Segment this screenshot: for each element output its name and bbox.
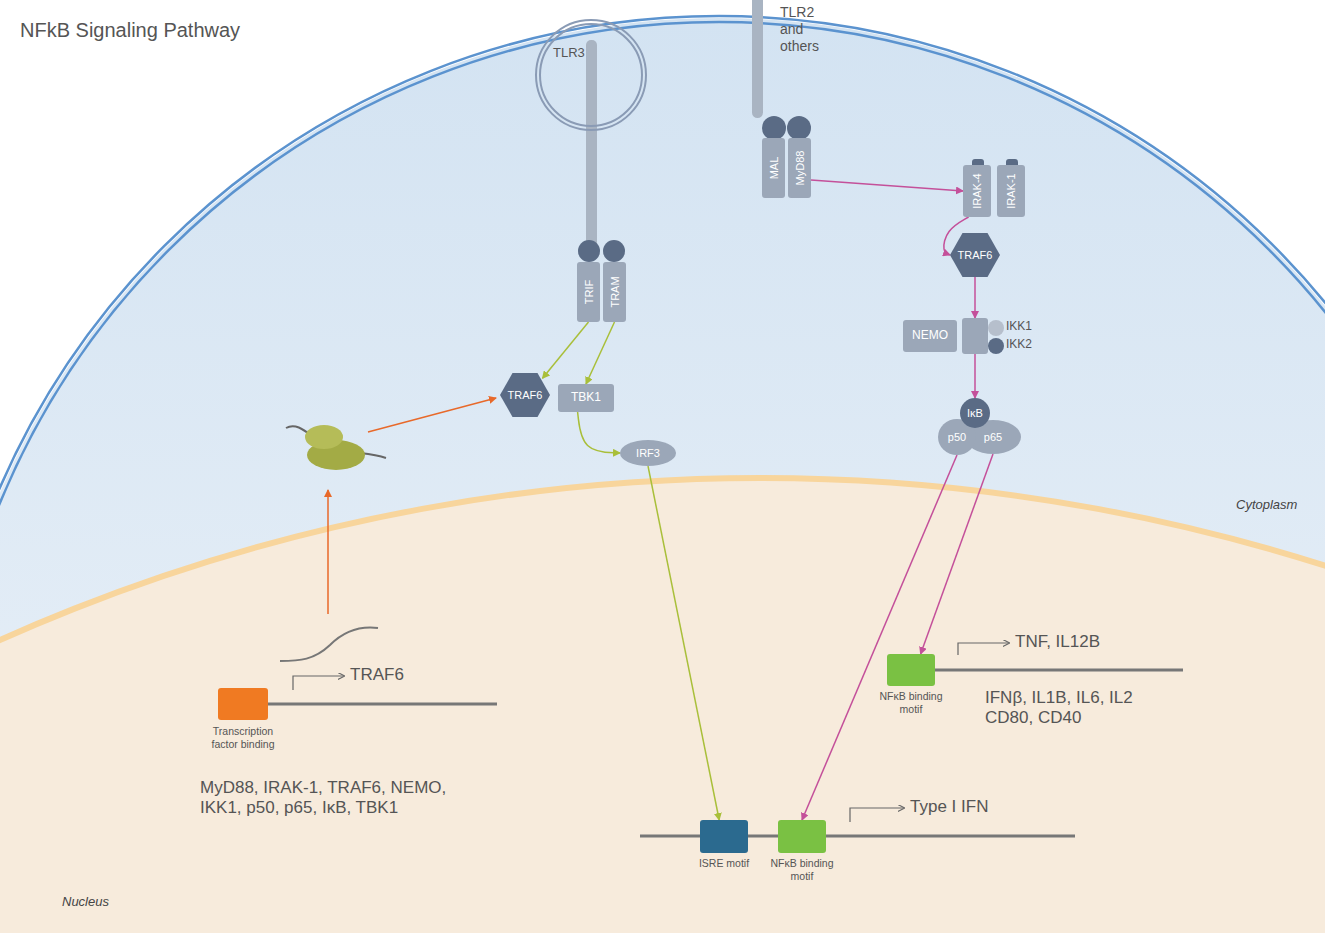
adaptor-box: MAL	[762, 138, 785, 198]
irf3-oval: IRF3	[620, 440, 676, 466]
node-label: IRAK-4	[971, 173, 984, 208]
shape-label: Transcription factor binding	[203, 725, 283, 750]
signal-arrow	[802, 455, 957, 820]
adaptor-box: TRAM	[603, 262, 626, 322]
shape-label: NFκB binding motif	[762, 857, 842, 882]
receptor: TLR2 and others	[752, 0, 763, 118]
inhibitor-circle: IκB	[960, 398, 990, 428]
signal-arrow	[586, 322, 615, 384]
signal-arrow	[974, 354, 976, 398]
hexagon-shape	[950, 233, 1000, 277]
region-label: Cytoplasm	[1236, 497, 1316, 513]
node-label: TRAF6	[958, 249, 993, 262]
node-label: MAL	[767, 157, 780, 180]
node-label: MyD88	[793, 151, 806, 186]
gene-name: TNF, IL12B	[1015, 632, 1155, 652]
signal-arrow	[974, 277, 976, 318]
ikk-box: IKK1IKK2	[962, 318, 988, 354]
receptor-bar	[586, 40, 597, 252]
gene-name: Type I IFN	[910, 797, 1050, 817]
shape-label: IKK2	[1006, 337, 1046, 351]
kinase-box: IRAK-1	[997, 165, 1025, 217]
gene-list: IFNβ, IL1B, IL6, IL2 CD80, CD40	[985, 688, 1167, 729]
node-label: TRIF	[582, 280, 595, 304]
adaptor-box: TRIF	[577, 262, 600, 322]
endosome: TLR3	[535, 19, 647, 131]
node-label: TRAM	[608, 276, 621, 307]
shape-label: NFκB binding motif	[871, 690, 951, 715]
node-label: TBK1	[571, 391, 601, 405]
adaptor-box: MyD88	[788, 138, 811, 198]
node-label: TRAF6	[508, 389, 543, 402]
receptor-domain	[787, 116, 811, 140]
node-label: p50	[948, 431, 966, 444]
gene-name: TRAF6	[350, 665, 430, 685]
mrna-strand	[280, 628, 378, 661]
receptor-domain	[762, 116, 786, 140]
tf-binding-box: Transcription factor binding	[218, 688, 268, 720]
receptor-domain	[578, 240, 600, 262]
kinase-box: TBK1	[558, 384, 614, 412]
signal-arrow	[648, 466, 719, 820]
translation-arrow	[368, 398, 496, 432]
nfkb-motif-box: NFκB binding motif	[778, 820, 826, 853]
hexagon-shape	[500, 373, 550, 417]
nfkb-motif-box: NFκB binding motif	[887, 654, 935, 686]
node-label: IRF3	[636, 447, 660, 460]
signal-arrow	[811, 180, 963, 191]
node-label: NEMO	[912, 329, 948, 343]
nemo-box: NEMO	[903, 320, 957, 352]
traf6-hexagon: TRAF6	[500, 373, 550, 417]
ikk-subunit	[988, 338, 1004, 354]
shape-label: TLR2 and others	[780, 4, 832, 54]
isre-motif-box: ISRE motif	[700, 820, 748, 853]
export-arrow	[327, 490, 329, 614]
node-label: IRAK-1	[1005, 173, 1018, 208]
signal-arrow	[921, 454, 993, 654]
ikk-subunit	[988, 320, 1004, 336]
shape-label: IKK1	[1006, 319, 1046, 333]
receptor-domain	[603, 240, 625, 262]
gene-list: MyD88, IRAK-1, TRAF6, NEMO, IKK1, p50, p…	[200, 778, 492, 819]
region-label: Nucleus	[62, 894, 142, 910]
diagram-title: NFkB Signaling Pathway	[20, 18, 420, 42]
shape-label: ISRE motif	[684, 857, 764, 870]
transcription-start	[293, 676, 344, 690]
nucleus	[0, 478, 1325, 933]
traf6-hexagon: TRAF6	[950, 233, 1000, 277]
ribosome-small	[305, 425, 343, 449]
signal-arrow	[578, 412, 620, 453]
gene-line	[935, 669, 1183, 672]
transcription-start	[958, 643, 1009, 655]
node-label: IκB	[967, 407, 983, 420]
node-label: p65	[984, 431, 1002, 444]
transcription-start	[850, 808, 904, 822]
shape-label: TLR3	[553, 45, 593, 61]
signal-arrow	[543, 322, 589, 378]
gene-line	[268, 703, 497, 706]
kinase-box: IRAK-4	[963, 165, 991, 217]
